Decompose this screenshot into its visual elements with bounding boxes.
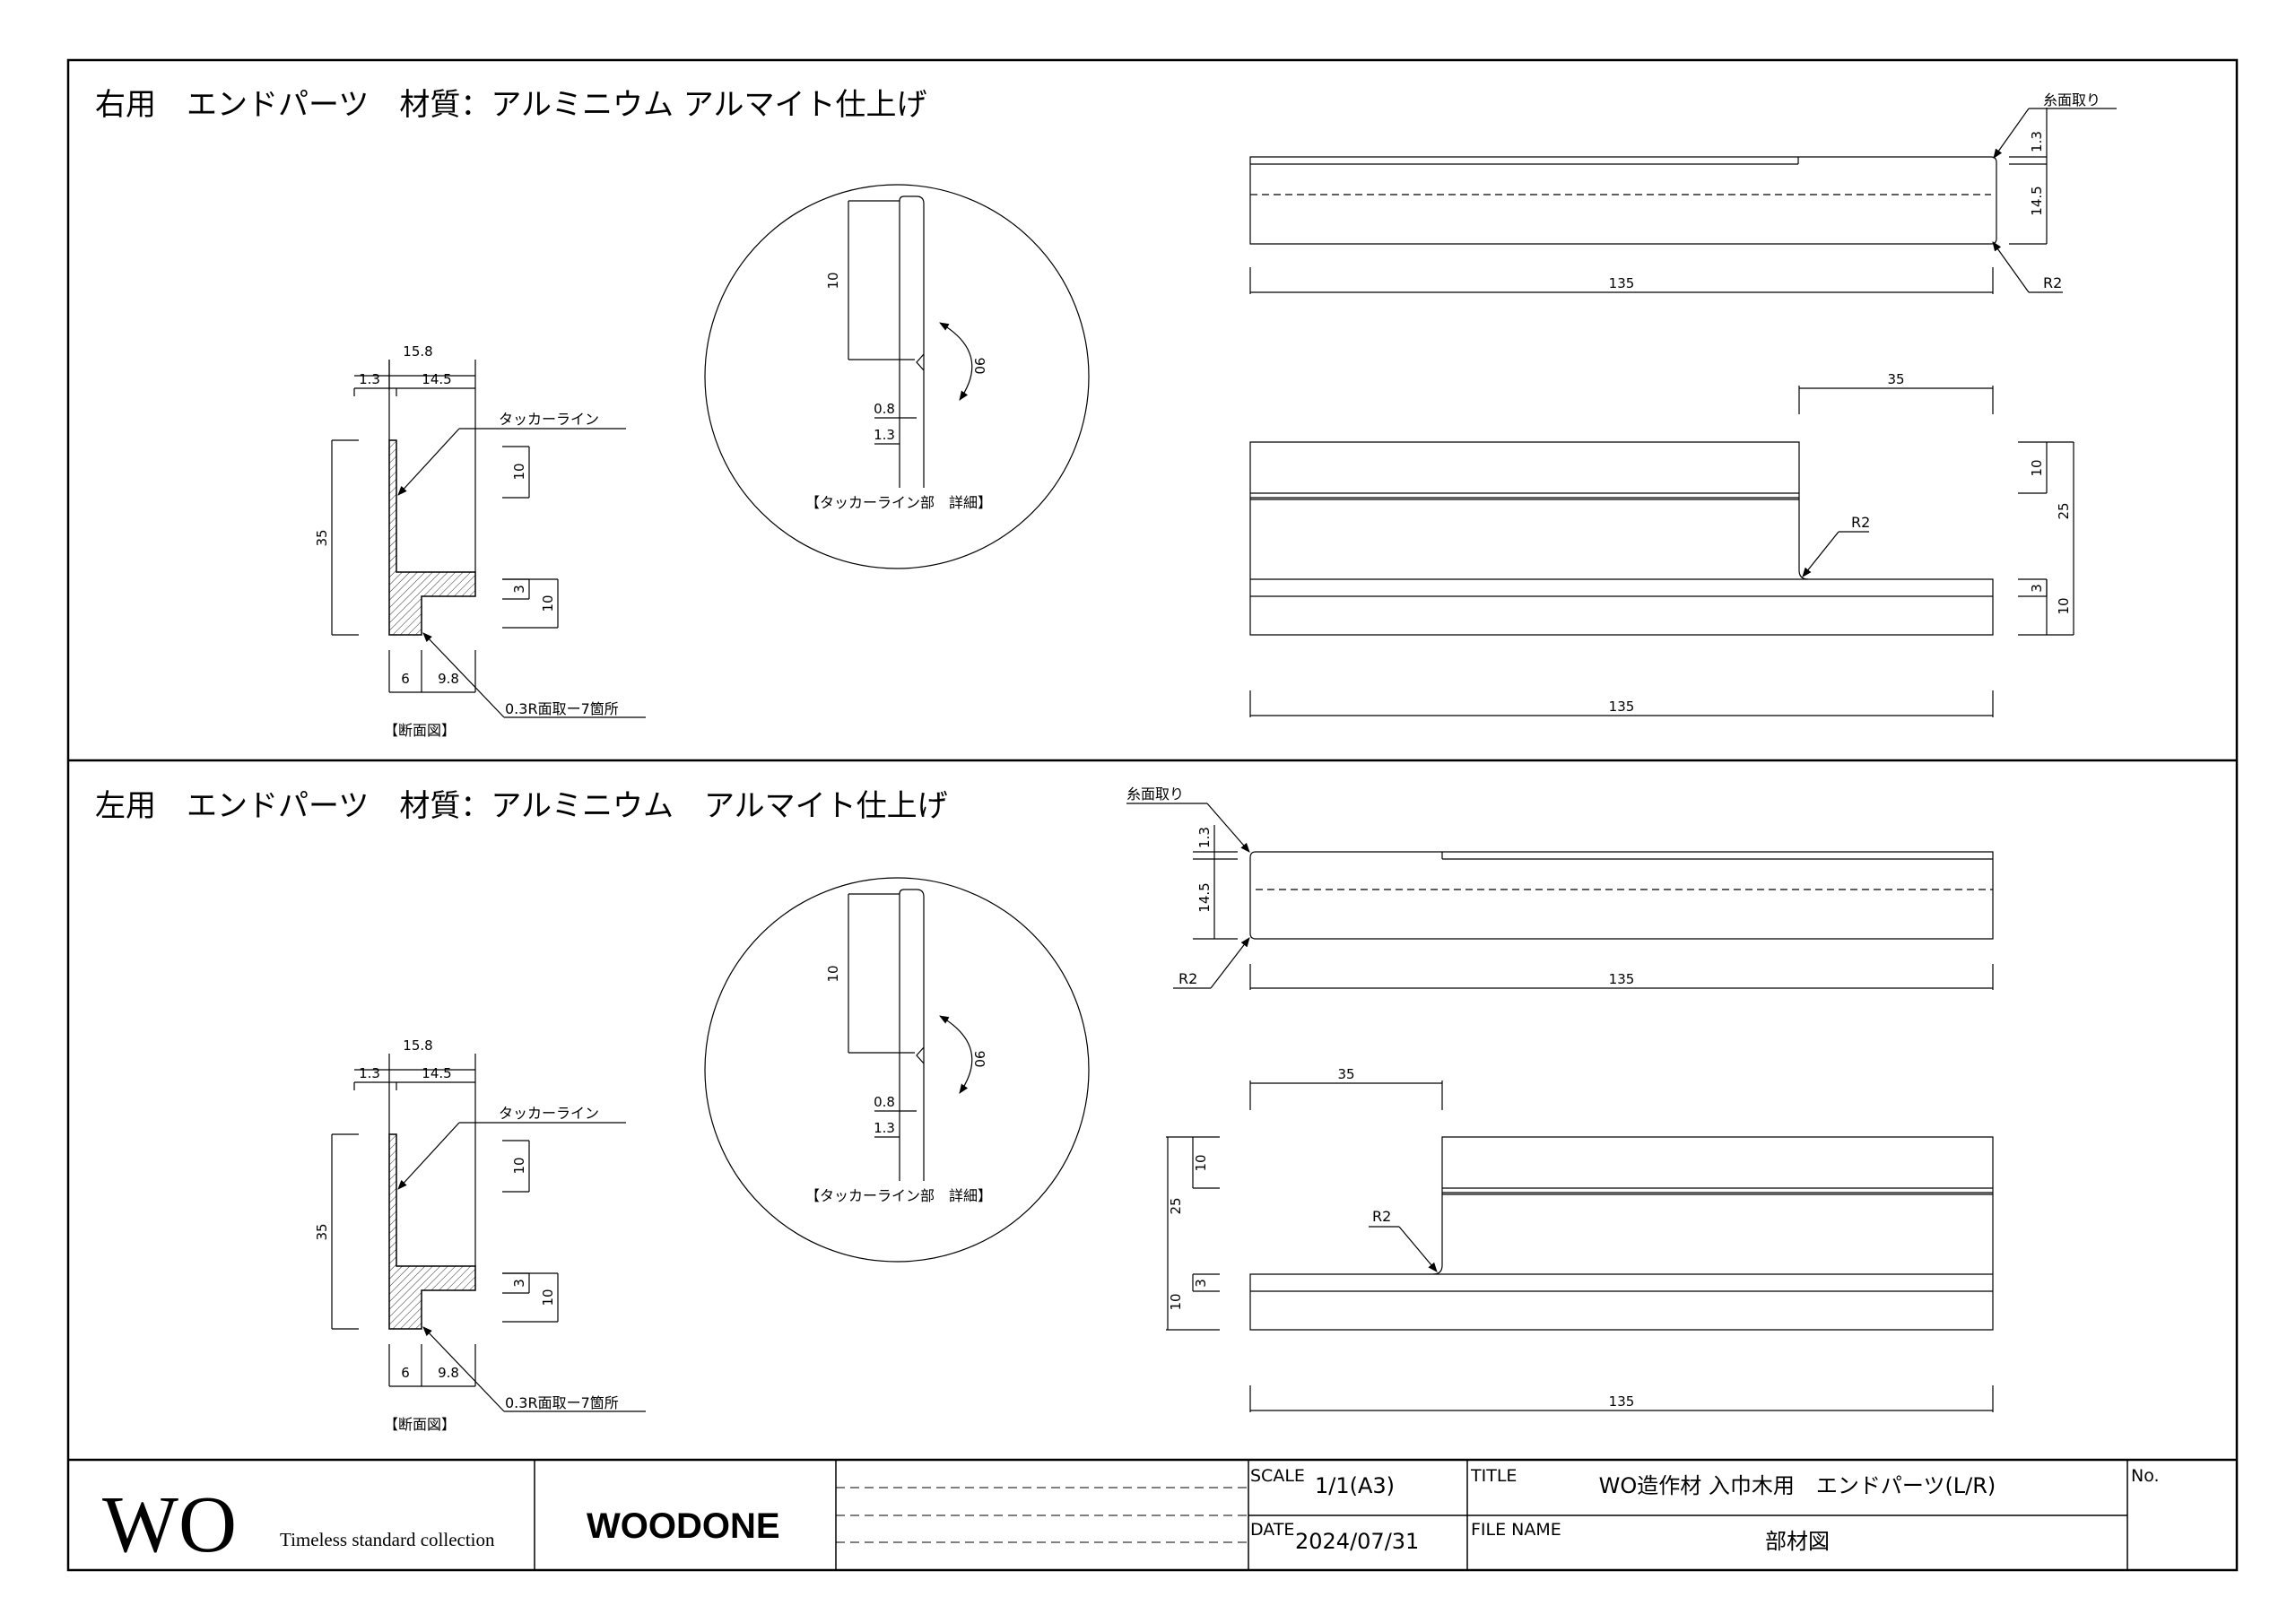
dim-length: 135 — [1609, 971, 1635, 987]
dim-flange-total: 10 — [540, 1289, 556, 1306]
dim-groove-height: 10 — [825, 965, 841, 982]
woodone-logo: WOODONE — [587, 1506, 780, 1546]
detail-caption: 【タッカーライン部 詳細】 — [805, 494, 992, 511]
dim-base-right: 9.8 — [438, 671, 459, 687]
dim-total: 25 — [1168, 1197, 1184, 1214]
section-left: 左用 エンドパーツ 材質：アルミニウム アルマイト仕上げ — [95, 785, 1994, 1433]
dim-groove-height: 10 — [825, 272, 841, 289]
date-label: DATE — [1250, 1520, 1294, 1540]
dim-length: 135 — [1609, 1393, 1635, 1410]
detail-caption: 【タッカーライン部 詳細】 — [805, 1187, 992, 1204]
dim-length: 135 — [1609, 275, 1635, 291]
dim-lip: 1.3 — [359, 371, 380, 387]
dim-upper: 10 — [511, 463, 527, 480]
dim-riser: 35 — [1337, 1066, 1354, 1082]
cross-section-caption: 【断面図】 — [384, 1416, 456, 1433]
title-value: WO造作材 入巾木用 エンドパーツ(L/R) — [1599, 1473, 1996, 1498]
dim-flange: 3 — [511, 585, 527, 594]
tacker-line-label: タッカーライン — [499, 1105, 599, 1122]
file-name-label: FILE NAME — [1471, 1520, 1561, 1540]
front-view-labels: 35 10 25 3 10 R2 135 — [1609, 371, 2072, 715]
dim-flange: 3 — [2029, 584, 2045, 593]
dim-flange: 3 — [1193, 1279, 1209, 1288]
dim-thick: 14.5 — [1196, 882, 1213, 912]
tacker-line-label: タッカーライン — [499, 411, 599, 428]
scale-label: SCALE — [1250, 1466, 1305, 1486]
dim-flange-total: 10 — [2056, 597, 2072, 614]
cross-section-view — [331, 1054, 646, 1412]
dim-flange-total: 10 — [540, 595, 556, 612]
tacker-detail-labels: 10 0.8 1.3 90 【タッカーライン部 詳細】 — [805, 965, 992, 1204]
dim-face: 14.5 — [422, 1065, 451, 1081]
dim-upper: 10 — [1193, 1154, 1209, 1171]
cross-section-view — [331, 360, 646, 718]
dim-thin: 1.3 — [2029, 131, 2045, 152]
chamfer-note: 0.3R面取ー7箇所 — [505, 700, 619, 717]
top-view — [1249, 108, 2117, 294]
dim-overall-width: 15.8 — [403, 343, 432, 360]
dim-groove-depth: 0.8 — [874, 401, 895, 417]
dim-overall-width: 15.8 — [403, 1037, 432, 1054]
cross-section-labels: 15.8 1.3 14.5 タッカーライン 35 10 3 10 6 9.8 0… — [314, 343, 619, 739]
dim-height: 35 — [314, 529, 330, 546]
date-value: 2024/07/31 — [1295, 1529, 1419, 1554]
dim-length: 135 — [1609, 699, 1635, 715]
dim-height: 35 — [314, 1223, 330, 1240]
cross-section-labels: 15.8 1.3 14.5 タッカーライン 35 10 3 10 6 9.8 0… — [314, 1037, 619, 1433]
detail-angle: 90 — [971, 1050, 987, 1067]
dim-flange-total: 10 — [1168, 1293, 1184, 1310]
cross-section-caption: 【断面図】 — [384, 722, 456, 739]
radius-label: R2 — [1178, 970, 1197, 987]
top-view-labels: 糸面取り 1.3 14.5 R2 135 — [1126, 785, 1634, 987]
dim-wall: 1.3 — [874, 427, 895, 443]
top-view-labels: 糸面取り 1.3 14.5 R2 135 — [1609, 91, 2100, 291]
radius-label: R2 — [1372, 1208, 1391, 1225]
dim-thin: 1.3 — [1196, 827, 1213, 848]
section-right: 右用 エンドパーツ 材質：アルミニウム アルマイト仕上げ — [95, 87, 2117, 739]
front-view — [1249, 386, 2074, 717]
dim-base-left: 6 — [401, 1365, 410, 1381]
dim-lip: 1.3 — [359, 1065, 380, 1081]
chamfer-note: 0.3R面取ー7箇所 — [505, 1394, 619, 1411]
file-name-value: 部材図 — [1765, 1529, 1830, 1554]
dim-flange: 3 — [511, 1279, 527, 1288]
dim-wall: 1.3 — [874, 1120, 895, 1136]
radius-label: R2 — [2043, 274, 2062, 291]
title-label: TITLE — [1470, 1466, 1517, 1486]
dim-upper: 10 — [511, 1157, 527, 1174]
scale-value: 1/1(A3) — [1315, 1473, 1395, 1498]
dim-face: 14.5 — [422, 371, 451, 387]
dim-groove-depth: 0.8 — [874, 1094, 895, 1110]
dim-riser: 35 — [1887, 371, 1904, 387]
detail-angle: 90 — [971, 357, 987, 374]
top-view — [1126, 803, 1994, 990]
section-heading: 右用 エンドパーツ 材質：アルミニウム アルマイト仕上げ — [95, 87, 926, 123]
sheet-frame — [66, 58, 2239, 1572]
tacker-detail-view — [704, 877, 1090, 1263]
front-view — [1166, 1081, 1994, 1412]
dim-base-left: 6 — [401, 671, 410, 687]
tacker-detail-labels: 10 0.8 1.3 90 【タッカーライン部 詳細】 — [805, 272, 992, 511]
chamfer-note: 糸面取り — [1126, 785, 1184, 803]
wo-logo: WO — [102, 1480, 237, 1569]
title-block: WO Timeless standard collection WOODONE … — [102, 1460, 2160, 1570]
chamfer-note: 糸面取り — [2043, 91, 2100, 108]
section-heading: 左用 エンドパーツ 材質：アルミニウム アルマイト仕上げ — [95, 788, 948, 824]
tacker-detail-view — [704, 184, 1090, 569]
number-label: No. — [2131, 1466, 2160, 1486]
front-view-labels: 35 10 25 3 10 R2 135 — [1168, 1066, 1634, 1410]
dim-base-right: 9.8 — [438, 1365, 459, 1381]
dim-thick: 14.5 — [2029, 186, 2045, 215]
tagline: Timeless standard collection — [280, 1529, 495, 1550]
radius-label: R2 — [1851, 514, 1870, 531]
dim-total: 25 — [2056, 502, 2072, 519]
dim-upper: 10 — [2029, 459, 2045, 476]
